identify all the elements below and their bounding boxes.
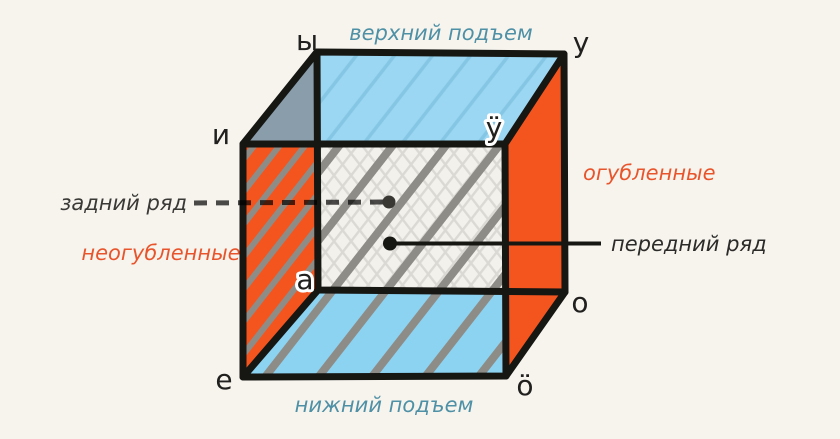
right-face-label: огубленные	[583, 161, 716, 185]
vertex-letter-oo: ӧ	[516, 369, 533, 402]
bottom-face-label: нижний подъем	[295, 393, 474, 417]
bottom-face	[243, 290, 565, 377]
top-face	[243, 52, 564, 144]
vertex-letter-o: о	[571, 286, 588, 319]
edge-o-oo	[502, 288, 569, 380]
vertex-letter-i: и	[212, 118, 230, 151]
vertex-letter-a: а	[296, 263, 313, 296]
vertex-letters: ы у и ӱ а о е ӧ	[212, 24, 589, 402]
front-row-label: передний ряд	[611, 232, 767, 256]
front-row-dot	[383, 236, 397, 251]
bottom-face-hatch	[243, 290, 565, 377]
right-face	[505, 54, 565, 376]
cube-edges	[239, 48, 569, 381]
edge-u-uu	[501, 50, 568, 148]
left-face-label: неогубленные	[81, 241, 240, 265]
vertex-letter-y: ы	[296, 24, 318, 57]
back-face	[318, 144, 505, 290]
top-face-label: верхний подъем	[349, 21, 533, 45]
vertex-letter-u: у	[573, 26, 590, 59]
top-face-hatch	[243, 52, 564, 144]
back-row-dashed-line	[193, 199, 385, 206]
edge-i-y	[239, 48, 321, 148]
back-face-hatch	[318, 144, 505, 290]
edge-e-a	[239, 286, 322, 381]
back-row-label: задний ряд	[60, 191, 187, 215]
vertex-letter-uu: ӱ	[486, 111, 503, 144]
vertex-letter-e: е	[215, 363, 232, 396]
back-row-dot	[382, 195, 396, 209]
